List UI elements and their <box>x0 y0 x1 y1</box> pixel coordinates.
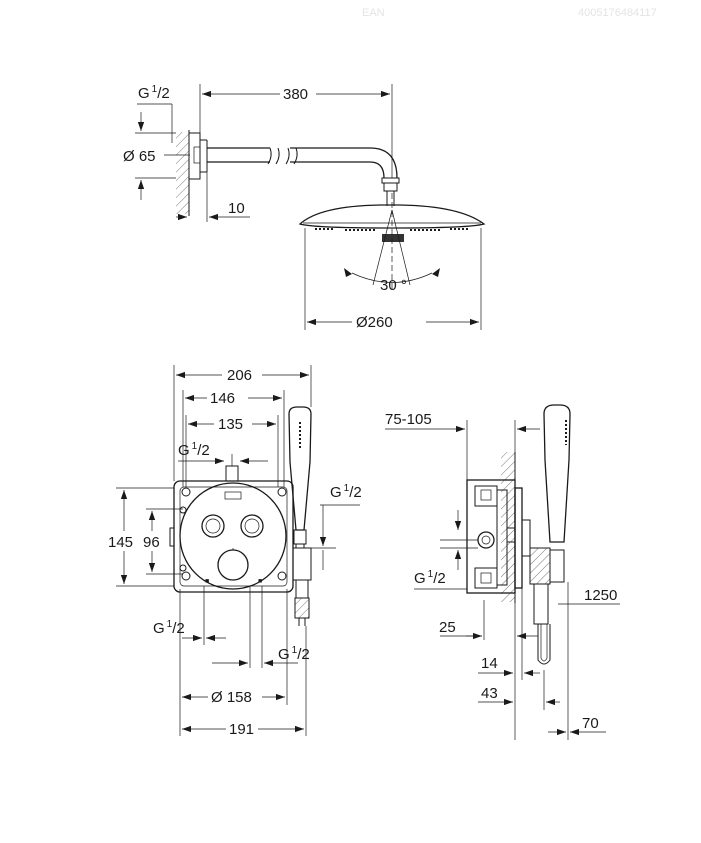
shower-head <box>298 204 486 229</box>
hose-connector <box>292 547 312 581</box>
wall-hatch <box>176 132 189 214</box>
head-diameter-label: Ø260 <box>356 314 393 331</box>
push-button-1 <box>201 514 225 538</box>
tilt-angle-label: 30 ° <box>380 277 407 294</box>
side-dim-25-label: 25 <box>439 619 456 636</box>
side-dim-43-label: 43 <box>481 685 498 702</box>
width-inner-label: 135 <box>218 416 243 433</box>
center-spray <box>382 234 404 242</box>
side-wall-hatch <box>501 452 515 602</box>
depth-range-label: 75-105 <box>385 411 432 428</box>
side-hand-shower <box>543 404 571 543</box>
wall-offset-label: 10 <box>228 200 245 217</box>
push-button-2 <box>240 514 264 538</box>
width-mid-label: 146 <box>210 390 235 407</box>
height-inner-label: 96 <box>143 534 160 551</box>
mounting-box <box>173 480 294 593</box>
hose-length-label: 1250 <box>584 587 617 604</box>
trim-diameter-label: Ø 158 <box>211 689 252 706</box>
header-ean-label: EAN <box>362 7 385 19</box>
brand-logo <box>224 491 242 500</box>
side-dim-14-label: 14 <box>481 655 498 672</box>
side-dim-70-label: 70 <box>582 715 599 732</box>
height-outer-label: 145 <box>108 534 133 551</box>
header-ean-number: 4005176484117 <box>578 7 657 19</box>
hot-mark: ■ <box>258 578 262 585</box>
flange-diameter-label: Ø 65 <box>123 148 156 165</box>
wall-flange <box>188 132 201 180</box>
side-inlet <box>477 531 495 549</box>
cold-mark: ■ <box>205 578 209 585</box>
hand-shower <box>288 406 312 531</box>
arm-length-label: 380 <box>283 86 308 103</box>
side-trim-plate <box>514 487 523 589</box>
side-hose <box>537 624 551 665</box>
spray-nozzles <box>315 228 470 231</box>
width-overall-label: 206 <box>227 367 252 384</box>
base-width-label: 191 <box>229 721 254 738</box>
trim-plate <box>179 482 287 590</box>
temperature-knob <box>217 549 249 581</box>
header-strip: EAN 4005176484117 <box>362 7 657 19</box>
